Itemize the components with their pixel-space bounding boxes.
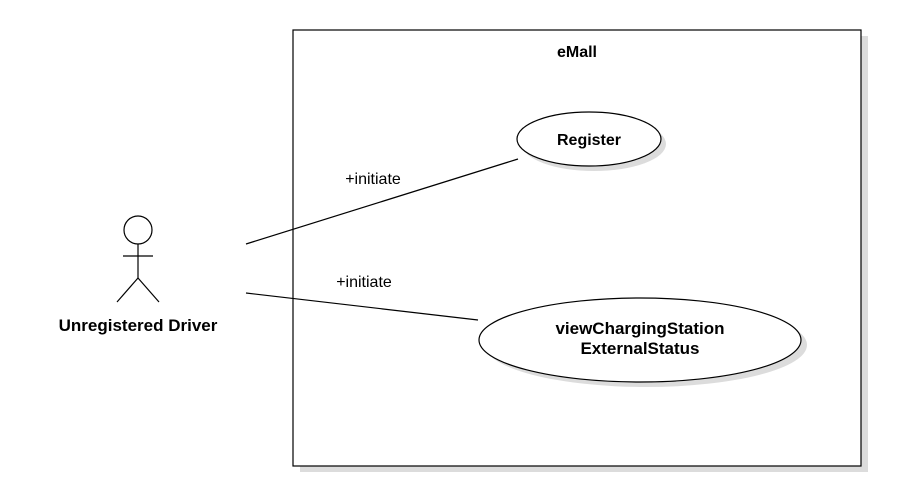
actor-right-leg: [137, 277, 160, 303]
association-register[interactable]: [245, 158, 519, 245]
use-case-register-label: Register: [557, 132, 621, 149]
actor-icon[interactable]: [116, 215, 160, 303]
actor-head: [123, 215, 153, 245]
actor-label: Unregistered Driver: [59, 316, 218, 335]
use-case-register[interactable]: [516, 111, 662, 167]
use-case-view-status-label-line1: viewChargingStation: [555, 319, 724, 338]
actor-left-leg: [116, 277, 139, 303]
use-case-view-status-label-line2: ExternalStatus: [580, 339, 699, 358]
use-case-view-status[interactable]: [478, 297, 802, 383]
association-view-status[interactable]: [245, 292, 479, 321]
system-title: eMall: [557, 44, 597, 61]
system-boundary[interactable]: [292, 29, 862, 467]
association-view-status-label: +initiate: [336, 274, 392, 291]
association-register-label: +initiate: [345, 171, 401, 188]
